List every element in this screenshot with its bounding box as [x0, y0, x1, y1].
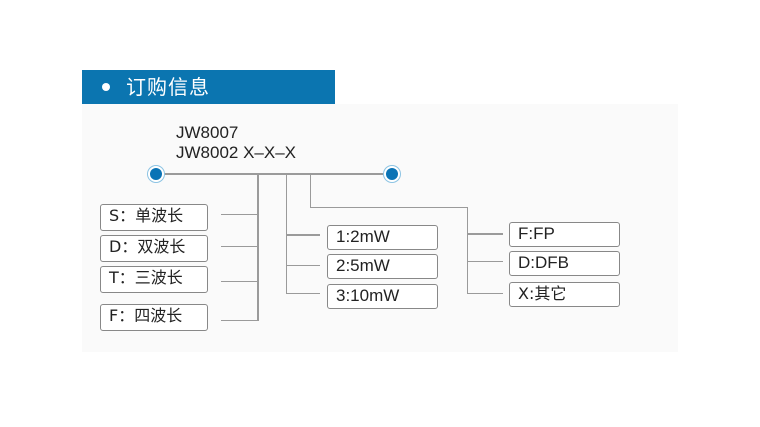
- laser-option-dfb: D:DFB: [509, 251, 620, 276]
- wavelength-option-triple: T：三波长: [100, 266, 208, 293]
- main-connector-line: [156, 173, 392, 175]
- laser-option-fp: F:FP: [509, 222, 620, 247]
- laser-stub: [467, 261, 503, 262]
- laser-branch-line: [310, 174, 311, 208]
- power-option-10mw: 3:10mW: [327, 284, 438, 309]
- wavelength-stub: [221, 281, 258, 282]
- laser-stub: [467, 233, 503, 235]
- wavelength-option-dual: D：双波长: [100, 235, 208, 262]
- start-dot-icon: [150, 168, 162, 180]
- model-name-2: JW8002 X–X–X: [176, 143, 297, 162]
- power-stub: [286, 234, 320, 236]
- section-title: 订购信息: [126, 75, 210, 99]
- section-header: 订购信息: [82, 70, 335, 104]
- laser-stub: [467, 293, 503, 294]
- wavelength-option-quad: F：四波长: [100, 304, 208, 331]
- power-option-5mw: 2:5mW: [327, 254, 438, 279]
- end-dot-icon: [386, 168, 398, 180]
- laser-branch-line: [467, 207, 468, 294]
- laser-option-other: X:其它: [509, 282, 620, 307]
- bullet-icon: [102, 83, 110, 91]
- model-name-1: JW8007: [176, 123, 239, 142]
- power-stub: [286, 293, 320, 294]
- wavelength-branch-line: [257, 174, 259, 321]
- wavelength-option-single: S：单波长: [100, 204, 208, 231]
- power-option-2mw: 1:2mW: [327, 225, 438, 250]
- power-stub: [286, 265, 320, 266]
- wavelength-stub: [221, 214, 258, 215]
- wavelength-stub: [221, 320, 258, 321]
- laser-branch-line: [310, 207, 468, 208]
- wavelength-stub: [221, 246, 258, 247]
